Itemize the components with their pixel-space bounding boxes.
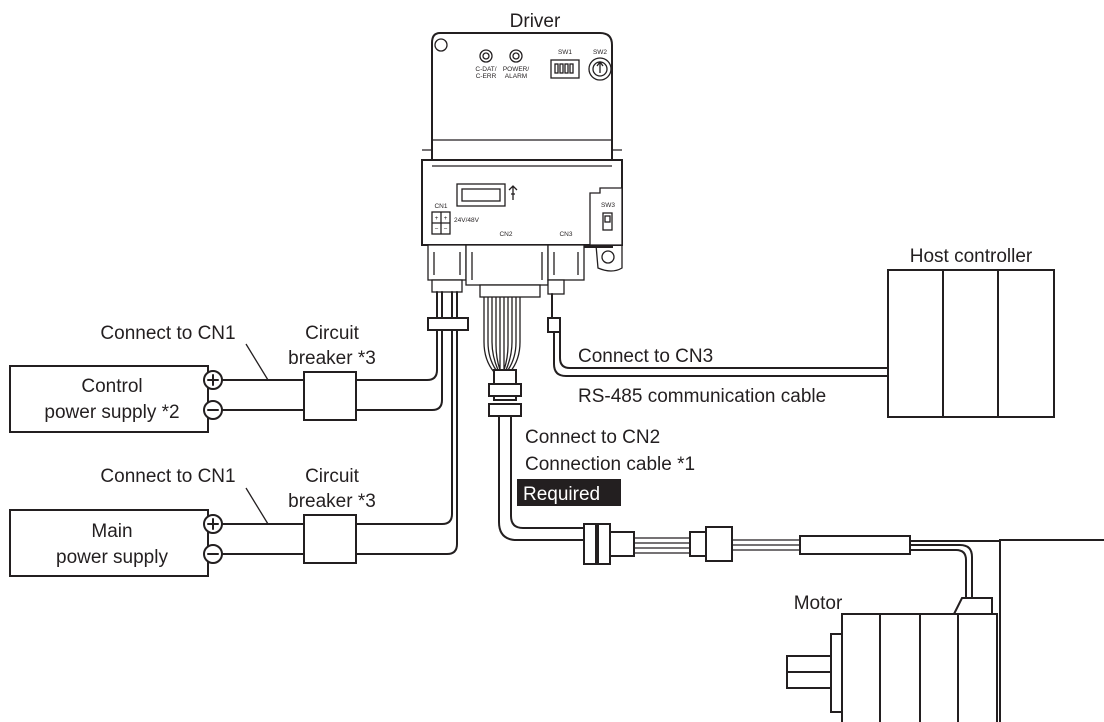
led1-label-2: C-ERR: [476, 73, 497, 80]
circuit-breaker-1-label-2: breaker *3: [288, 348, 376, 369]
mount-hole-icon: [434, 38, 448, 52]
circuit-breaker-main: [303, 514, 357, 564]
mount-hole-icon: [601, 250, 615, 264]
rs485-cable-label: RS-485 communication cable: [578, 386, 826, 407]
callout-line: [245, 343, 269, 381]
control-power-label: Control: [81, 376, 142, 397]
led2-label-2: ALARM: [505, 73, 527, 80]
connect-cn1-control-label: Connect to CN1: [100, 323, 235, 344]
host-controller: [887, 269, 1055, 418]
led1-label: C-DAT/: [475, 66, 496, 73]
driver-label: Driver: [510, 11, 561, 32]
cn1-minus-2: −: [444, 226, 448, 233]
cn3-label: CN3: [559, 231, 572, 238]
main-power-cable: [209, 291, 458, 555]
motor-connector: [689, 531, 707, 557]
connect-cn2-label: Connect to CN2: [525, 427, 660, 448]
cn1-minus-1: −: [435, 226, 439, 233]
host-controller-label: Host controller: [910, 246, 1033, 267]
driver: C-DAT/ C-ERR POWER/ ALARM SW1 SW2 CN1 + …: [421, 32, 623, 298]
led2-label: POWER/: [503, 66, 530, 73]
slide-switch-icon: [602, 212, 613, 231]
control-power-supply: [9, 365, 223, 433]
circuit-breaker-1-label: Circuit: [305, 323, 360, 344]
main-power-supply: [9, 509, 223, 577]
connection-cable-label: Connection cable *1: [525, 454, 695, 475]
cn2-label: CN2: [499, 231, 512, 238]
control-power-cable: [209, 291, 443, 411]
cable-clamp: [427, 317, 469, 331]
usb-port-icon: [456, 183, 506, 207]
control-power-label-2: power supply *2: [44, 402, 179, 423]
connect-cn1-main-label: Connect to CN1: [100, 466, 235, 487]
connect-cn3-label: Connect to CN3: [578, 346, 713, 367]
main-power-label-2: power supply: [56, 547, 168, 568]
led-indicator-icon: [509, 49, 523, 63]
voltage-label: 24V/48V: [454, 217, 480, 224]
connection-cable-bundle: [483, 297, 521, 373]
sw3-label: SW3: [601, 202, 615, 209]
sw1-label: SW1: [558, 49, 572, 56]
led-indicator-icon: [479, 49, 493, 63]
motor-label: Motor: [794, 593, 843, 614]
main-power-label: Main: [91, 521, 132, 542]
cn1-plus-1: +: [435, 215, 439, 222]
circuit-breaker-control: [303, 371, 357, 421]
required-badge: [517, 479, 621, 506]
cn1-plus-2: +: [444, 215, 448, 222]
cn1-label: CN1: [434, 203, 447, 210]
callout-line: [245, 487, 269, 525]
motor-cable-sleeve: [799, 535, 911, 555]
circuit-breaker-2-label-2: breaker *3: [288, 491, 376, 512]
circuit-breaker-2-label: Circuit: [305, 466, 360, 487]
sw2-label: SW2: [593, 49, 607, 56]
required-badge-text: Required: [523, 484, 600, 505]
connector-housing: [427, 244, 585, 298]
usb-icon: [508, 185, 518, 200]
motor: [786, 539, 1104, 722]
cable-connector: [583, 523, 597, 565]
